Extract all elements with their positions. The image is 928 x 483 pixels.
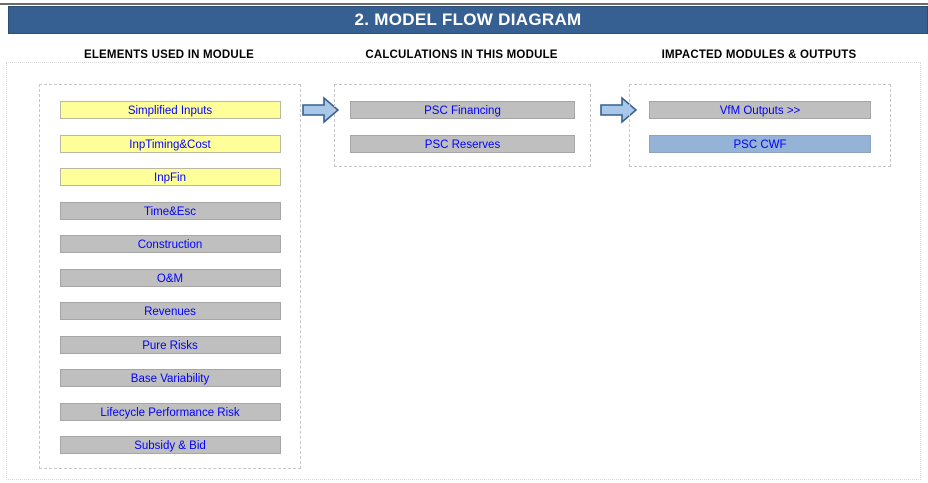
node-o-m[interactable]: O&M xyxy=(59,268,281,287)
right-block-arrow-icon xyxy=(302,96,340,124)
impacted-modules-group-box: VfM Outputs >> PSC CWF xyxy=(629,84,891,167)
node-base-variability[interactable]: Base Variability xyxy=(59,369,281,387)
node-psc-reserves[interactable]: PSC Reserves xyxy=(350,134,575,153)
page-title-banner: 2. MODEL FLOW DIAGRAM xyxy=(8,6,928,34)
node-psc-financing[interactable]: PSC Financing xyxy=(350,101,575,119)
column-header-calculations: CALCULATIONS IN THIS MODULE xyxy=(365,49,558,61)
node-construction[interactable]: Construction xyxy=(59,235,281,253)
node-time-esc[interactable]: Time&Esc xyxy=(59,201,281,220)
node-revenues[interactable]: Revenues xyxy=(59,302,281,320)
column-header-elements-used: ELEMENTS USED IN MODULE xyxy=(83,49,255,61)
page-title: 2. MODEL FLOW DIAGRAM xyxy=(354,10,582,29)
top-divider-line xyxy=(0,3,928,5)
node-inpfin[interactable]: InpFin xyxy=(59,168,281,186)
node-subsidy-bid[interactable]: Subsidy & Bid xyxy=(59,436,281,454)
node-psc-cwf[interactable]: PSC CWF xyxy=(649,134,871,153)
node-lifecycle-performance-risk[interactable]: Lifecycle Performance Risk xyxy=(59,402,281,421)
node-vfm-outputs[interactable]: VfM Outputs >> xyxy=(649,101,871,119)
node-pure-risks[interactable]: Pure Risks xyxy=(59,335,281,354)
node-inptiming-cost[interactable]: InpTiming&Cost xyxy=(59,134,281,153)
column-header-impacted-modules: IMPACTED MODULES & OUTPUTS xyxy=(661,49,857,61)
node-simplified-inputs[interactable]: Simplified Inputs xyxy=(59,101,281,119)
